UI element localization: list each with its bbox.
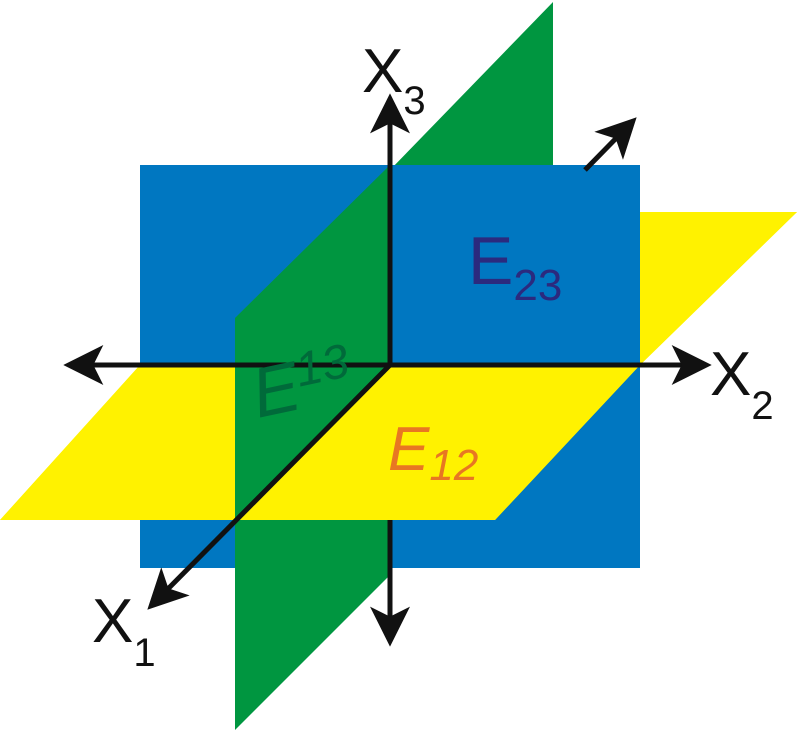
axis-x3-letter: X: [362, 37, 403, 106]
axis-x1-letter: X: [92, 587, 133, 656]
plane-e12-sub: 12: [429, 441, 478, 490]
plane-e12-right: [640, 212, 797, 365]
axis-x3-label: X3: [362, 37, 426, 123]
plane-e12-label: E12: [388, 415, 478, 490]
plane-e13-lower: [235, 520, 390, 730]
axis-x1-line: [147, 363, 392, 610]
plane-e13-back: [390, 2, 553, 170]
plane-e23-sub: 23: [513, 261, 562, 310]
axis-x1-label: X1: [92, 587, 156, 675]
plane-e13: [235, 165, 390, 520]
plane-e12-letter: E: [388, 415, 430, 484]
axis-x2-label: X2: [710, 340, 774, 428]
plane-e23-label: E23: [468, 223, 562, 310]
plane-e23-letter: E: [468, 223, 513, 299]
axis-x1-sub: 1: [133, 631, 155, 675]
axis-x3-sub: 3: [403, 79, 425, 123]
axis-x2-letter: X: [710, 340, 751, 409]
axis-x2-sub: 2: [751, 384, 773, 428]
plane-e13-sub: 13: [290, 335, 354, 398]
axis-x1-neg-line: [583, 117, 637, 172]
